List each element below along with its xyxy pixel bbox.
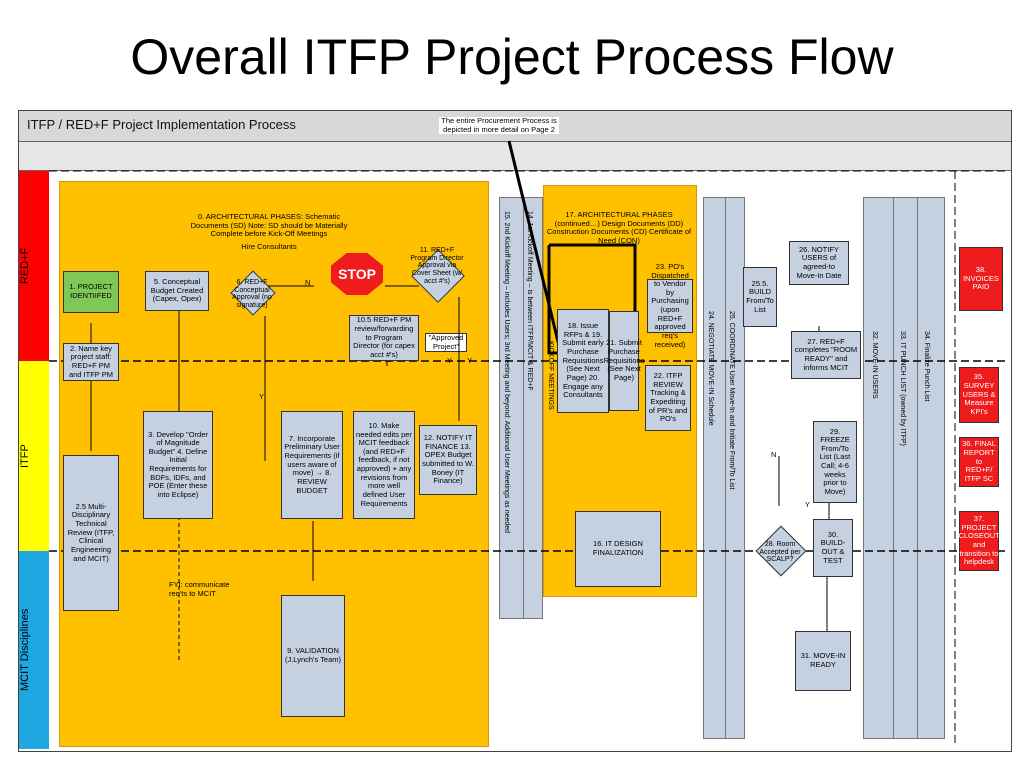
- edge-label-y3: Y: [467, 356, 473, 365]
- step-21-purchase-reqs: 21. Submit Purchase Requisitions (See Ne…: [604, 311, 644, 411]
- edge-label-n2: N: [771, 450, 777, 459]
- diagram-header-text: ITFP / RED+F Project Implementation Proc…: [27, 117, 296, 132]
- step-23-pos-dispatched: 23. PO's Dispatched to Vendor by Purchas…: [647, 262, 693, 348]
- step-25-5-build-list: 25.5. BUILD From/To List: [743, 267, 777, 327]
- lane-mcit: [19, 551, 49, 749]
- edge-label-y1: Y: [259, 392, 265, 401]
- note-fyi: FYI: communicate req'ts to MCIT: [169, 580, 230, 598]
- stop-sign: STOP: [331, 253, 383, 295]
- col-kickoff-15-label: 15. 2nd Kickoff Meeting – includes Users…: [503, 211, 510, 534]
- lane-itfp: [19, 361, 49, 551]
- step-11-director-approval: 11. RED+F Program Director Approval via …: [410, 247, 464, 285]
- col-kickoff-14-label: 14. 1st Kickoff Meeting – is between ITF…: [526, 211, 533, 391]
- note-hire: Hire Consultants: [241, 242, 297, 251]
- step-31-move-in-ready: 31. MOVE-IN READY: [795, 631, 851, 691]
- col-punch-34-label: 34. Finalize Punch List: [923, 331, 930, 402]
- note-approved-project: "Approved Project": [425, 333, 467, 353]
- step-35-survey-users: 35. SURVEY USERS & Measure KPI's: [959, 367, 999, 423]
- col-negotiate-24: [703, 197, 727, 739]
- step-1-project-identified: 1. PROJECT IDENTIIFED: [63, 271, 119, 313]
- step-7-8-review-budget: 7. Incorporate Preliminary User Requirem…: [281, 411, 343, 519]
- step-2-5-technical-review: 2.5 Multi-Disciplinary Technical Review …: [63, 455, 119, 611]
- diagram-header: ITFP / RED+F Project Implementation Proc…: [19, 111, 1011, 142]
- col-kickoff-meetings-label: KICKOFF MEETINGS: [547, 341, 554, 410]
- edge-label-y2: Y: [447, 356, 453, 365]
- edge-label-y4: Y: [805, 500, 811, 509]
- step-36-final-report: 36. FINAL REPORT to RED+F/ ITFP SC: [959, 437, 999, 487]
- note-phase17: 17. ARCHITECTURAL PHASES (continued…) De…: [546, 210, 692, 245]
- step-38-invoices-paid: 38. INVOICES PAID: [959, 247, 1003, 311]
- col-move-in-32: [863, 197, 895, 739]
- lane-redf: [19, 171, 49, 361]
- step-29-freeze-list: 29. FREEZE From/To List (Last Call; 4-6 …: [813, 421, 857, 503]
- edge-label-n1: N: [305, 278, 311, 287]
- step-27-room-ready: 27. RED+F completes "ROOM READY" and inf…: [791, 331, 861, 379]
- col-punch-34: [917, 197, 945, 739]
- step-6-conceptual-approval: 6. RED+F Conceptual Approval (no signatu…: [232, 279, 272, 310]
- step-5-conceptual-budget: 5. Conceptual Budget Created (Capex, Ope…: [145, 271, 209, 311]
- step-30-build-out: 30. BUILD-OUT & TEST: [813, 519, 853, 577]
- note-phase0: 0. ARCHITECTURAL PHASES: Schematic Docum…: [190, 212, 348, 239]
- step-22-itfp-review: 22. ITFP REVIEW Tracking & Expediting of…: [645, 365, 691, 431]
- step-26-notify-users: 26. NOTIFY USERS of agreed-to Move-In Da…: [789, 241, 849, 285]
- page-title: Overall ITFP Project Process Flow: [130, 29, 894, 85]
- note-procurement: The entire Procurement Process is depict…: [439, 116, 559, 135]
- col-punch-33-label: 33. IT PUNCH LIST (owned by ITFP): [899, 331, 906, 446]
- col-coordinate-25-label: 25. COORDINATE User Move-In and Initiate…: [728, 311, 735, 490]
- step-3-4-budget-requirements: 3. Develop "Order of Magnitude Budget" 4…: [143, 411, 213, 519]
- step-18-19-20-rfps: 18. Issue RFPs & 19. Submit early Purcha…: [557, 309, 609, 413]
- step-2-name-staff: 2. Name key project staff: RED+F PM and …: [63, 343, 119, 381]
- col-kickoff-14: [523, 197, 543, 619]
- step-10-edits: 10. Make needed edits per MCIT feedback …: [353, 411, 415, 519]
- col-move-in-32-label: 32. MOVE-IN USERS: [871, 331, 878, 399]
- step-28-room-accepted: 28. Room Accepted per SCALP?: [759, 541, 801, 564]
- process-flow-diagram: ITFP / RED+F Project Implementation Proc…: [18, 110, 1012, 752]
- col-coordinate-25: [725, 197, 745, 739]
- step-37-project-closeout: 37. PROJECT CLOSEOUT and transition to h…: [958, 511, 1000, 571]
- step-16-design-finalization: 16. IT DESIGN FINALIZATION: [575, 511, 661, 587]
- step-10-5-pm-review: 10.5 RED+F PM review/forwarding to Progr…: [349, 315, 419, 361]
- step-9-validation: 9. VALIDATION (J.Lynch's Team): [281, 595, 345, 717]
- step-12-13-it-finance: 12. NOTIFY IT FINANCE 13. OPEX Budget su…: [419, 425, 477, 495]
- col-negotiate-24-label: 24. NEGOTIATE MOVE-IN Schedule: [707, 311, 714, 426]
